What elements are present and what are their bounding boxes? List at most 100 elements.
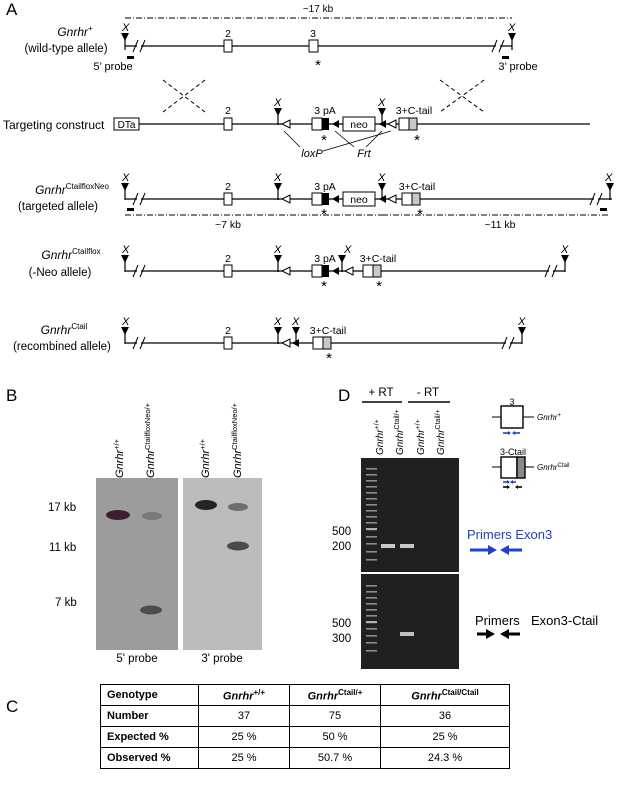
x-site-label: X <box>517 316 526 328</box>
exon-2-label: 2 <box>225 28 231 40</box>
exon-3pa-label: 3 pA <box>314 181 336 193</box>
x-site-label: X <box>121 172 130 184</box>
x-site-label: X <box>507 22 516 34</box>
table-row-label: Number <box>100 705 199 727</box>
lane-label-wt: Gnrhr+/+ <box>374 419 386 455</box>
exon-3-pa <box>311 264 323 278</box>
ctail-gene-name: GnrhrCtail <box>41 322 88 337</box>
table-header-row: Genotype Gnrhr+/+ GnrhrCtail/+ GnrhrCtai… <box>100 684 510 706</box>
band-11kb-tg <box>227 541 249 551</box>
exon-3-ctail <box>401 192 413 206</box>
wild-type-allele: Gnrhr+ (wild-type allele) X X 2 3 * 5’ p… <box>24 22 537 74</box>
loxp-site <box>386 119 397 129</box>
genotype-table: Genotype Gnrhr+/+ GnrhrCtail/+ GnrhrCtai… <box>100 684 510 769</box>
band-17kb-wt <box>106 510 130 520</box>
pa-signal <box>322 265 329 277</box>
tneo-gene-name: GnrhrCtailfloxNeo <box>35 182 109 197</box>
marker-500-upper: 500 <box>332 526 351 538</box>
panel-label-a: A <box>6 0 18 19</box>
size-label-7kb: ~7 kb <box>215 219 241 231</box>
neo-label: neo <box>350 119 368 131</box>
targeting-construct: Targeting construct DTa 2 X 3 pA * neo X… <box>3 97 590 160</box>
probe-3-label: 3’ probe <box>498 61 537 73</box>
marker-200: 200 <box>332 541 351 553</box>
table-cell: 25 % <box>198 747 290 769</box>
pa-signal <box>322 193 329 205</box>
asterisk: * <box>321 278 327 295</box>
gel-exon3 <box>361 458 459 572</box>
table-row: Expected % 25 % 50 % 25 % <box>100 726 510 748</box>
size-marker-7kb: 7 kb <box>55 597 77 609</box>
loxp-site <box>386 194 397 204</box>
schematic-exon3-ctail: 3-Ctail GnrhrCtail <box>492 447 569 489</box>
exon-2 <box>223 336 233 350</box>
probe-5-caption: 5' probe <box>116 653 157 665</box>
size-label-11kb: ~11 kb <box>484 219 515 231</box>
lane-label-wt: Gnrhr+/+ <box>112 438 126 478</box>
panel-b: Gnrhr+/+ GnrhrCtailfloxNeo/+ Gnrhr+/+ Gn… <box>48 402 262 665</box>
x-site-label: X <box>121 244 130 256</box>
loxp-site <box>280 338 291 348</box>
sch-ct-gene: GnrhrCtail <box>537 463 569 472</box>
minus-rt-label: - RT <box>417 387 439 399</box>
x-site-label: X <box>377 97 386 109</box>
wt-gene-name: Gnrhr+ <box>57 24 93 39</box>
sch-wt-gene: Gnrhr+ <box>537 413 561 422</box>
flox-gene-name: GnrhrCtailflox <box>41 247 100 262</box>
ctail-region <box>411 192 421 206</box>
exon-3c-label: 3+C-tail <box>399 181 435 193</box>
x-site-label: X <box>121 316 130 328</box>
wt-allele-label: (wild-type allele) <box>24 43 107 55</box>
blot-5-probe <box>96 478 178 650</box>
black-primer-arrow-left-icon <box>500 629 520 639</box>
panel-label-c: C <box>6 697 18 716</box>
exon-2 <box>223 117 233 131</box>
panel-label-b: B <box>6 386 17 405</box>
probe-5-bar <box>127 56 134 59</box>
table-cell: 24.3 % <box>380 747 510 769</box>
construct-label: Targeting construct <box>3 118 105 132</box>
exon-3-label: 3 <box>310 28 316 40</box>
neo-deleted-allele: GnrhrCtailflox (-Neo allele) X X 2 X 3 p… <box>29 244 570 295</box>
table-cell: 36 <box>380 705 510 727</box>
x-site-label: X <box>273 244 282 256</box>
x-site-label: X <box>343 244 352 256</box>
table-header-cell: GnrhrCtail/+ <box>289 684 381 706</box>
exon-3pa-label: 3 pA <box>314 253 336 265</box>
table-cell: 50.7 % <box>289 747 381 769</box>
probe-3-bar <box>600 208 607 211</box>
exon-3pa-label: 3 pA <box>314 105 336 117</box>
x-site-label: X <box>273 172 282 184</box>
lane-label-ctail: GnrhrCtail/+ <box>435 409 447 455</box>
exon3-ctail-label: Exon3-Ctail <box>531 613 598 628</box>
black-primer-arrow-right-icon <box>477 629 495 639</box>
exon-3c-label: 3+C-tail <box>310 325 346 337</box>
neo-cassette <box>342 191 376 207</box>
lane-label-wt: Gnrhr+/+ <box>415 419 427 455</box>
primers-black-label: Primers <box>475 613 520 628</box>
exon-3-ctail <box>312 336 324 350</box>
panel-a: ~17 kb Gnrhr+ (wild-type allele) X X 2 3… <box>3 4 615 367</box>
table-header-cell: Genotype <box>100 684 199 706</box>
exon-2 <box>223 192 233 206</box>
ladder-upper <box>366 468 377 561</box>
panel-d: + RT - RT Gnrhr+/+ GnrhrCtail/+ Gnrhr+/+… <box>332 387 598 669</box>
asterisk: * <box>315 57 321 74</box>
table-header-cell: GnrhrCtail/Ctail <box>380 684 510 706</box>
targeted-allele: GnrhrCtailfloxNeo (targeted allele) X X … <box>18 172 615 231</box>
x-site-label: X <box>121 22 130 34</box>
pa-signal <box>322 118 329 130</box>
table-row: Observed % 25 % 50.7 % 24.3 % <box>100 747 510 769</box>
x-site-label: X <box>604 172 613 184</box>
ctail-allele-label: (recombined allele) <box>13 341 111 353</box>
schematic-exon3: 3 Gnrhr+ <box>492 397 561 435</box>
table-row-label: Observed % <box>100 747 199 769</box>
band-exon3-wt <box>381 544 395 548</box>
exon-3-pa <box>311 117 323 131</box>
table-cell: 75 <box>289 705 381 727</box>
lane-label-wt: Gnrhr+/+ <box>198 438 212 478</box>
frt-label: Frt <box>357 148 371 160</box>
loxp-site <box>280 119 291 129</box>
blue-primer-arrow-right-icon <box>470 545 497 555</box>
